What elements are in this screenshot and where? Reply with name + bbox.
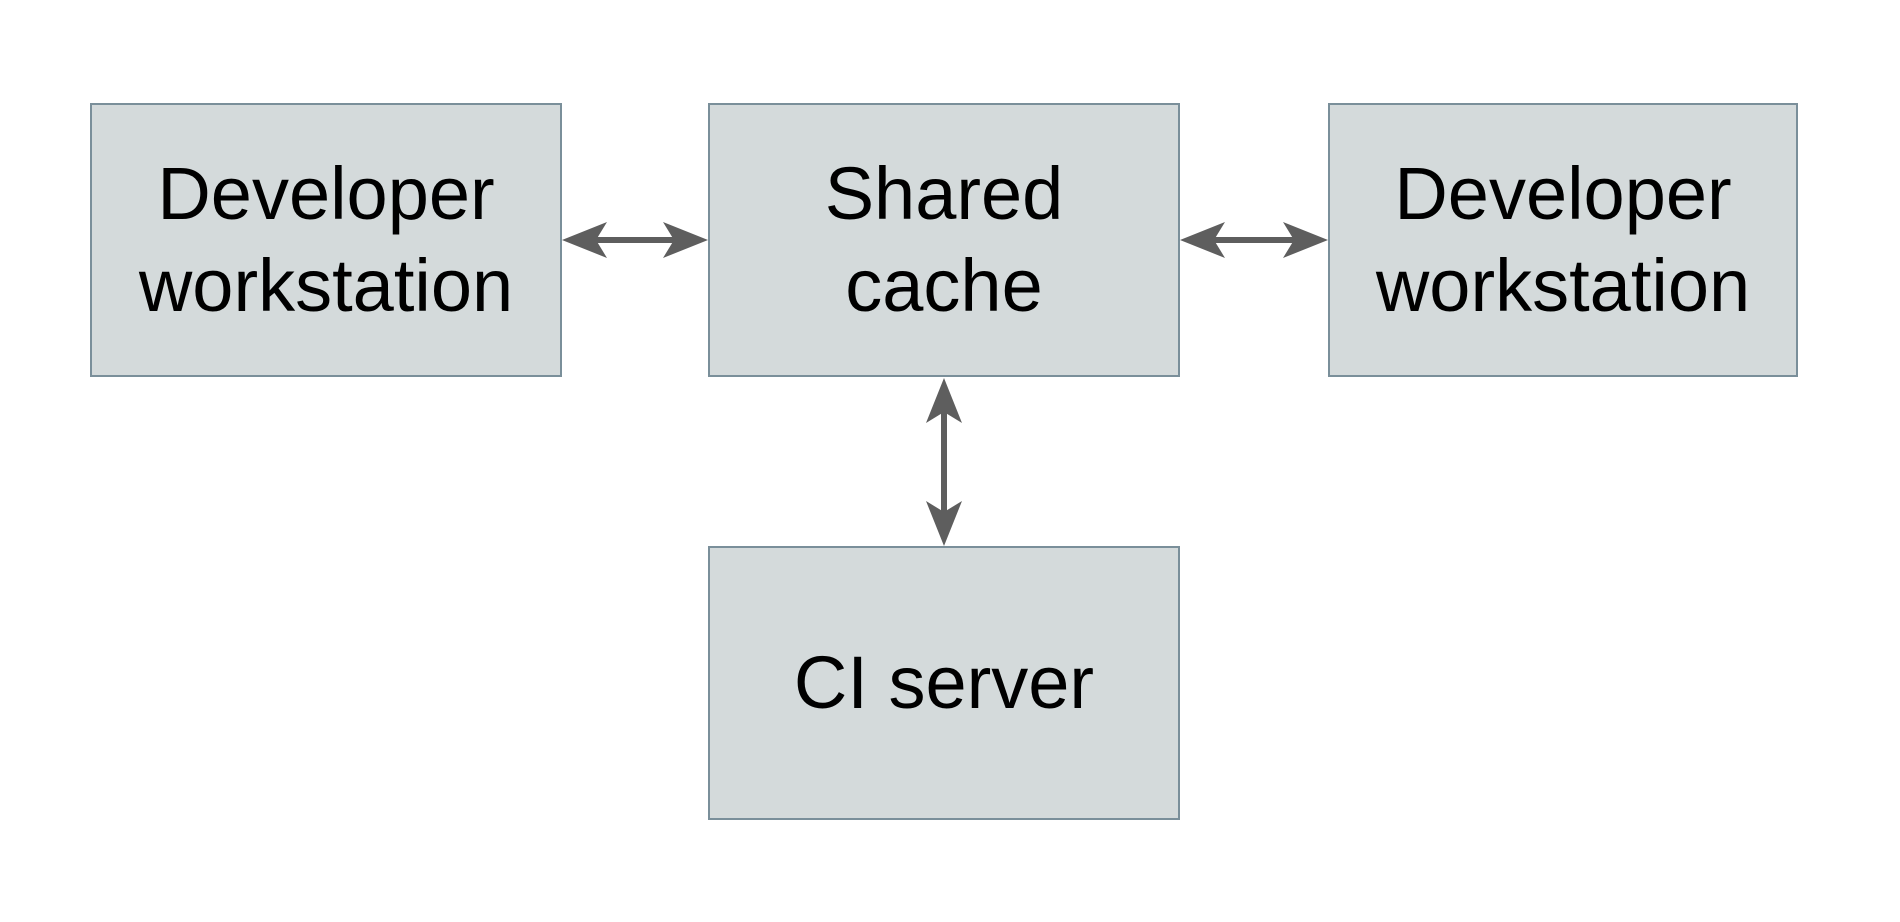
node-label-shared-cache: Shared cache [824,152,1064,327]
node-developer-workstation-left: Developer workstation [90,103,562,377]
arrowhead-left-icon [562,222,607,258]
arrowhead-up-icon [926,378,962,423]
bidirectional-arrow-shared-cache-ci-server [926,378,962,546]
node-label-ci-server: CI server [793,641,1095,725]
arrowhead-right-icon [1283,222,1328,258]
node-ci-server: CI server [708,546,1180,820]
arrow-shaft [941,410,947,514]
arrowhead-left-icon [1180,222,1225,258]
node-label-developer-workstation-right: Developer workstation [1375,152,1751,327]
node-label-developer-workstation-left: Developer workstation [138,152,514,327]
bidirectional-arrow-shared-cache-right-workstation [1180,222,1328,258]
arrowhead-down-icon [926,501,962,546]
arrow-shaft [594,237,676,243]
node-developer-workstation-right: Developer workstation [1328,103,1798,377]
arrowhead-right-icon [663,222,708,258]
node-shared-cache: Shared cache [708,103,1180,377]
bidirectional-arrow-left-workstation-shared-cache [562,222,708,258]
arrow-shaft [1212,237,1296,243]
